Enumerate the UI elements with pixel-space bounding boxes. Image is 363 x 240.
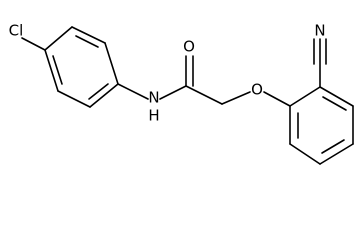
ring-b-bond-5: [289, 143, 321, 165]
o-ch2-bond: [221, 91, 251, 105]
ring-b-bond-1: [289, 86, 321, 107]
ch2-bond: [185, 85, 223, 105]
ring-a-bond-2: [71, 26, 106, 44]
molecule-drawing: Cl N H O O N: [9, 22, 354, 165]
ring-a-inner-3: [52, 55, 63, 85]
ring-a-bond-6: [44, 49, 59, 92]
ring-a-inner-2: [88, 83, 109, 100]
amide-h-label: H: [148, 107, 159, 125]
ring-a-bond-5: [57, 90, 91, 108]
structure-diagram: Cl N H O O N: [9, 22, 354, 165]
cyanophenyl-ring: [289, 86, 354, 165]
ring-a-bond-4: [89, 83, 119, 108]
nitrile-n-label: N: [314, 22, 325, 40]
chlorine-label: Cl: [9, 22, 24, 40]
ether-o-label: O: [251, 81, 263, 99]
aryl-n-bond: [117, 83, 149, 100]
ring-b-inner-1: [322, 96, 347, 111]
ring-a-bond-1: [44, 26, 73, 51]
amide-n-label: N: [148, 89, 159, 107]
ring-b-inner-2: [321, 139, 345, 154]
ring-b-bond-2: [319, 86, 354, 107]
ring-a-bond-3: [104, 42, 119, 85]
carbonyl-o-label: O: [183, 38, 195, 56]
chlorine-bond: [21, 37, 46, 51]
chlorophenyl-ring: [44, 26, 119, 108]
n-c-bond: [159, 85, 187, 100]
ring-b-bond-4: [319, 143, 354, 165]
ring-a-inner-1: [75, 35, 99, 48]
ether-aryl-bond: [263, 91, 291, 107]
